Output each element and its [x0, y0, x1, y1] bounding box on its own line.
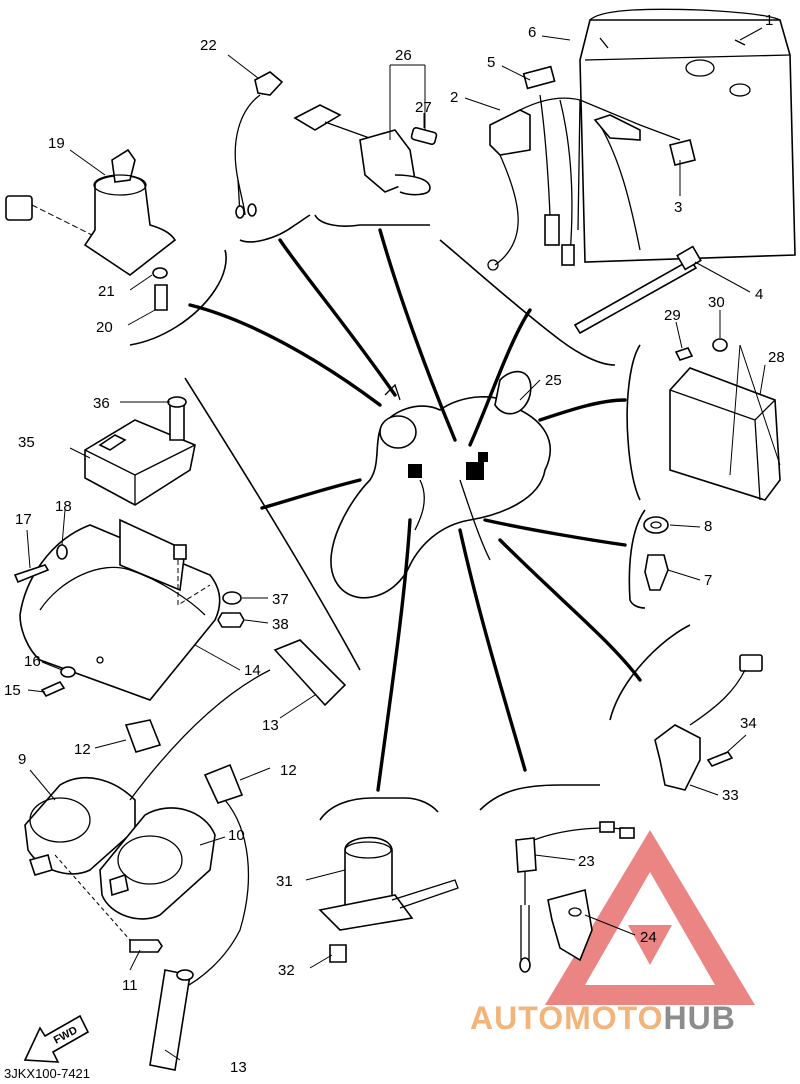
callout-20: 20 [96, 319, 113, 336]
callout-leaders [26, 27, 766, 1061]
cable-tie [573, 245, 702, 335]
callout-30: 30 [708, 294, 725, 311]
starter-relay [318, 836, 459, 963]
fwd-arrow: FWD [23, 1014, 90, 1063]
group-brackets [129, 214, 691, 821]
callout-29: 29 [664, 307, 681, 324]
brand-logo-part1: AUTO [470, 1000, 565, 1036]
speed-sensor [654, 654, 763, 791]
callout-16: 16 [24, 653, 41, 670]
callout-18: 18 [55, 498, 72, 515]
callout-15: 15 [4, 682, 21, 699]
callout-numbers: 1 2 3 4 5 6 7 8 9 10 11 12 12 13 13 14 1… [4, 12, 785, 1076]
callout-38: 38 [272, 616, 289, 633]
callout-31: 31 [276, 873, 293, 890]
callout-12a: 12 [74, 741, 91, 758]
callout-28: 28 [768, 349, 785, 366]
callout-14: 14 [244, 662, 261, 679]
wire-harness [330, 370, 551, 599]
ignition-coils [24, 639, 347, 1071]
callout-33: 33 [722, 787, 739, 804]
callout-19: 19 [48, 135, 65, 152]
battery-cables [487, 65, 696, 271]
callout-32: 32 [278, 962, 295, 979]
callout-7: 7 [704, 572, 712, 589]
callout-24: 24 [640, 929, 657, 946]
brand-logo-part3: HUB [663, 1000, 736, 1036]
neutral-switch [643, 516, 669, 591]
callout-36: 36 [93, 395, 110, 412]
callout-25: 25 [545, 372, 562, 389]
callout-4: 4 [755, 286, 763, 303]
callout-10: 10 [228, 827, 245, 844]
main-switch [5, 148, 177, 311]
callout-13b: 13 [230, 1059, 247, 1076]
rear-brake-switch [515, 821, 635, 973]
callout-3: 3 [674, 199, 682, 216]
callout-5: 5 [487, 54, 495, 71]
callout-21: 21 [98, 283, 115, 300]
igniter-unit [669, 338, 781, 501]
harness-leader-lines [188, 228, 642, 792]
callout-27: 27 [415, 99, 432, 116]
callout-11: 11 [122, 977, 138, 994]
callout-12b: 12 [280, 762, 297, 779]
diagram-code: 3JKX100-7421 [4, 1066, 91, 1081]
callout-9: 9 [18, 751, 26, 768]
callout-13a: 13 [262, 717, 279, 734]
battery-box [13, 518, 245, 701]
callout-34: 34 [740, 715, 757, 732]
callout-1: 1 [765, 12, 773, 29]
lead-22 [234, 71, 284, 219]
brand-logo-part2: MOTO [564, 1000, 664, 1036]
callout-23: 23 [578, 853, 595, 870]
fuse-holder [293, 104, 438, 196]
callout-17: 17 [15, 511, 32, 528]
callout-35: 35 [18, 434, 35, 451]
callout-6: 6 [528, 24, 536, 41]
watermark-triangle [545, 830, 755, 1005]
callout-8: 8 [704, 518, 712, 535]
rectifier-regulator [84, 396, 196, 506]
callout-2: 2 [450, 89, 458, 106]
callout-26: 26 [395, 47, 412, 64]
brand-logo: AUTOMOTOHUB [470, 1000, 736, 1037]
callout-22: 22 [200, 37, 217, 54]
callout-37: 37 [272, 591, 289, 608]
